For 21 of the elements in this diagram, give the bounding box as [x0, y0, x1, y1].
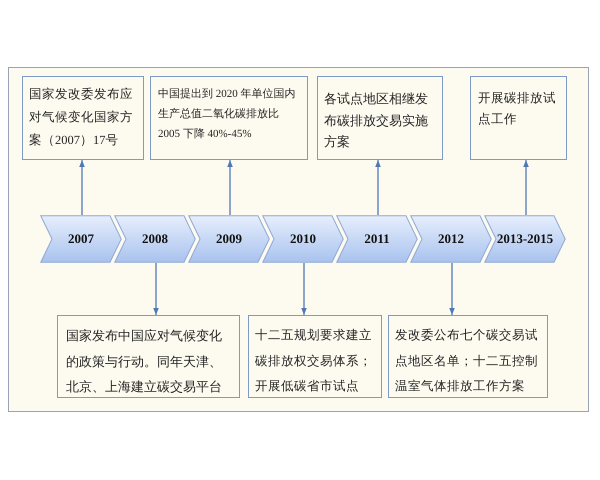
timeline-segment: 2010 — [262, 215, 344, 263]
event-box: 开展碳排放试点工作 — [470, 76, 567, 160]
timeline-segment: 2012 — [410, 215, 492, 263]
arrow — [227, 160, 233, 215]
event-box: 国家发布中国应对气候变化的政策与行动。同年天津、北京、上海建立碳交易平台 — [57, 315, 240, 398]
event-box: 中国提出到 2020 年单位国内生产总值二氧化碳排放比 2005 下降 40%-45% — [150, 76, 308, 160]
event-box: 发改委公布七个碳交易试点地区名单；十二五控制温室气体排放工作方案 — [388, 315, 548, 398]
arrow — [375, 160, 381, 215]
arrow — [79, 160, 85, 215]
event-box: 国家发改委发布应对气候变化国家方案（2007）17号 — [22, 76, 144, 160]
event-box: 各试点地区相继发布碳排放交易实施方案 — [317, 76, 443, 160]
arrow — [523, 160, 529, 215]
arrow — [153, 263, 159, 315]
timeline-segment: 2007 — [40, 215, 122, 263]
timeline-segment: 2009 — [188, 215, 270, 263]
event-box: 十二五规划要求建立碳排放权交易体系；开展低碳省市试点 — [248, 315, 382, 398]
timeline-segment: 2011 — [336, 215, 418, 263]
arrow — [301, 263, 307, 315]
arrow — [449, 263, 455, 315]
timeline-segment: 2008 — [114, 215, 196, 263]
timeline-segment: 2013-2015 — [484, 215, 566, 263]
